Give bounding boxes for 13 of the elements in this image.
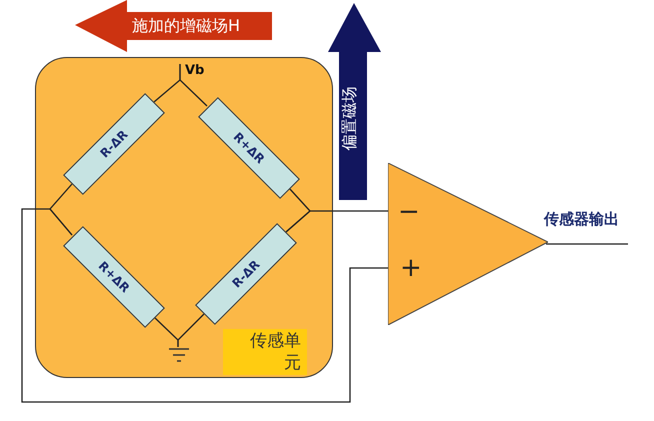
- minus-sign: −: [398, 197, 420, 227]
- sensor-panel: [35, 57, 333, 378]
- field-label: 施加的增磁场H: [132, 16, 240, 37]
- plus-sign: +: [400, 253, 422, 283]
- voltage-label: Vb: [185, 63, 211, 81]
- wire: [286, 210, 388, 232]
- wire: [21, 208, 388, 403]
- unit-label: 传感单元: [249, 330, 301, 374]
- field-label: 偏置磁场: [340, 86, 360, 150]
- output-label: 传感器输出: [544, 210, 619, 229]
- wire: [179, 64, 208, 106]
- wire: [546, 243, 628, 245]
- wire: [177, 314, 204, 347]
